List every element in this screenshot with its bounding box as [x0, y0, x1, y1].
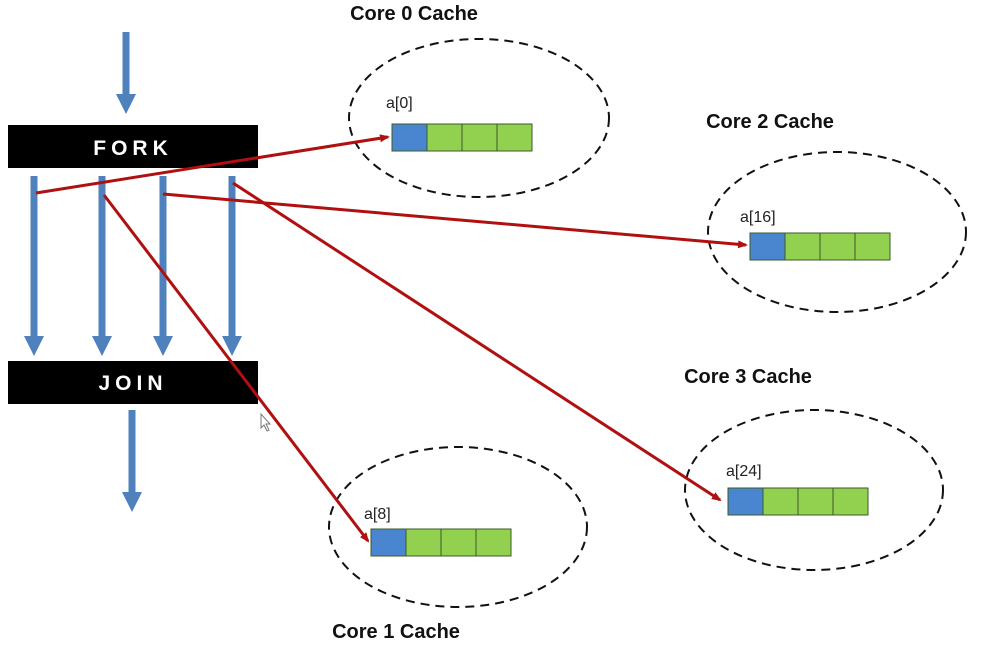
input-flow-arrow: [116, 32, 136, 114]
element-label: a[24]: [726, 463, 762, 480]
join-bar: JOIN: [8, 361, 258, 404]
cache-slot: [762, 487, 799, 516]
pointer-arrows: [35, 134, 748, 543]
element-label: a[0]: [386, 95, 413, 112]
cache-boundary: [707, 151, 967, 313]
pointer-arrow-thread-2: [162, 192, 748, 249]
cache-slot: [797, 487, 834, 516]
cache-slot: [475, 528, 512, 557]
join-bar-rect: [8, 361, 258, 404]
cache-slot: [461, 123, 498, 152]
pointer-arrow-thread-0: [35, 134, 390, 195]
output-flow-arrow-head: [122, 492, 142, 512]
cache-boundary: [328, 446, 588, 608]
thread-arrow-1: [92, 176, 112, 356]
cache-line: [749, 232, 891, 261]
cache-slot: [440, 528, 477, 557]
fork-bar: FORK: [8, 125, 258, 168]
cache-slot: [819, 232, 856, 261]
output-flow-arrow: [122, 410, 142, 512]
cache-boundary: [348, 38, 610, 198]
cache-title: Core 2 Cache: [706, 111, 834, 133]
cache-title: Core 1 Cache: [332, 621, 460, 643]
cache-slot-target: [727, 487, 764, 516]
cache-title: Core 3 Cache: [684, 366, 812, 388]
cache-slot-target: [749, 232, 786, 261]
cache-slot: [496, 123, 533, 152]
input-flow-arrow-head: [116, 94, 136, 114]
fork-label: FORK: [93, 137, 173, 160]
thread-arrow-3: [222, 176, 242, 356]
cache-line: [727, 487, 869, 516]
thread-arrow-0-shaft: [30, 176, 38, 338]
cache-core-2: Core 2 Cache a[16]: [706, 111, 967, 313]
cache-core-3: Core 3 Cache a[24]: [684, 366, 944, 571]
cache-line: [391, 123, 533, 152]
cache-slot-target: [370, 528, 407, 557]
thread-arrow-0: [24, 176, 44, 356]
cache-core-0: Core 0 Cache a[0]: [348, 3, 610, 198]
element-label: a[16]: [740, 209, 776, 226]
thread-arrow-0-head: [24, 336, 44, 356]
cache-slot: [405, 528, 442, 557]
cache-slot: [832, 487, 869, 516]
mouse-cursor-icon: [260, 412, 272, 432]
flow-arrows: [24, 32, 242, 512]
fork-bar-rect: [8, 125, 258, 168]
cache-title: Core 0 Cache: [350, 3, 478, 25]
pointer-arrow-thread-3: [232, 181, 722, 502]
cache-slot-target: [391, 123, 428, 152]
cache-line: [370, 528, 512, 557]
join-label: JOIN: [98, 372, 167, 395]
thread-arrow-2: [153, 176, 173, 356]
cache-slot: [784, 232, 821, 261]
output-flow-arrow-shaft: [128, 410, 136, 494]
element-label: a[8]: [364, 506, 391, 523]
cache-slot: [426, 123, 463, 152]
thread-arrow-1-head: [92, 336, 112, 356]
thread-arrow-1-shaft: [98, 176, 106, 338]
cache-boundary: [684, 409, 944, 571]
input-flow-arrow-shaft: [122, 32, 130, 96]
thread-arrow-3-head: [222, 336, 242, 356]
thread-arrow-3-shaft: [228, 176, 236, 338]
cache-slot: [854, 232, 891, 261]
thread-arrow-2-shaft: [159, 176, 167, 338]
cache-core-1: Core 1 Cache a[8]: [328, 446, 588, 643]
pointer-arrow-thread-1: [102, 194, 370, 543]
thread-arrow-2-head: [153, 336, 173, 356]
